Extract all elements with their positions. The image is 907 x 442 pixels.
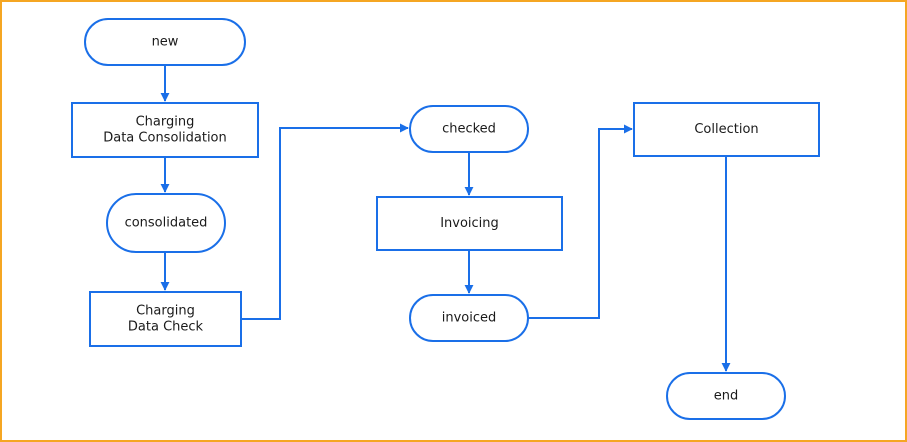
node-check-label-1: Data Check [128,320,204,335]
node-consolidation-label-1: Data Consolidation [103,131,227,146]
node-consolidated: consolidated [106,193,226,253]
edges-layer [160,65,731,372]
node-new-shape [84,18,246,66]
node-invoiced-shape [409,294,529,342]
edge-invoiced-to-collection [528,124,633,319]
node-consolidation-shape [71,102,259,158]
node-consolidation-label-0: Charging [136,115,195,130]
node-invoicing-shape [376,196,563,251]
node-checked-shape [409,105,529,153]
node-end-shape [666,372,786,420]
node-end: end [666,372,786,420]
node-collection: Collection [633,102,820,157]
node-checked: checked [409,105,529,153]
node-new: new [84,18,246,66]
node-collection-shape [633,102,820,157]
node-end-label-0: end [714,389,739,404]
node-invoicing-label-0: Invoicing [440,216,499,231]
node-collection-label-0: Collection [694,122,758,137]
edge-check-to-checked [241,123,409,320]
node-new-label-0: new [152,35,179,50]
node-consolidated-shape [106,193,226,253]
node-consolidated-label-0: consolidated [125,216,208,231]
node-invoiced-label-0: invoiced [442,311,497,326]
node-invoicing: Invoicing [376,196,563,251]
node-check-label-0: Charging [136,304,195,319]
node-invoiced: invoiced [409,294,529,342]
node-check-shape [89,291,242,347]
node-checked-label-0: checked [442,122,496,137]
